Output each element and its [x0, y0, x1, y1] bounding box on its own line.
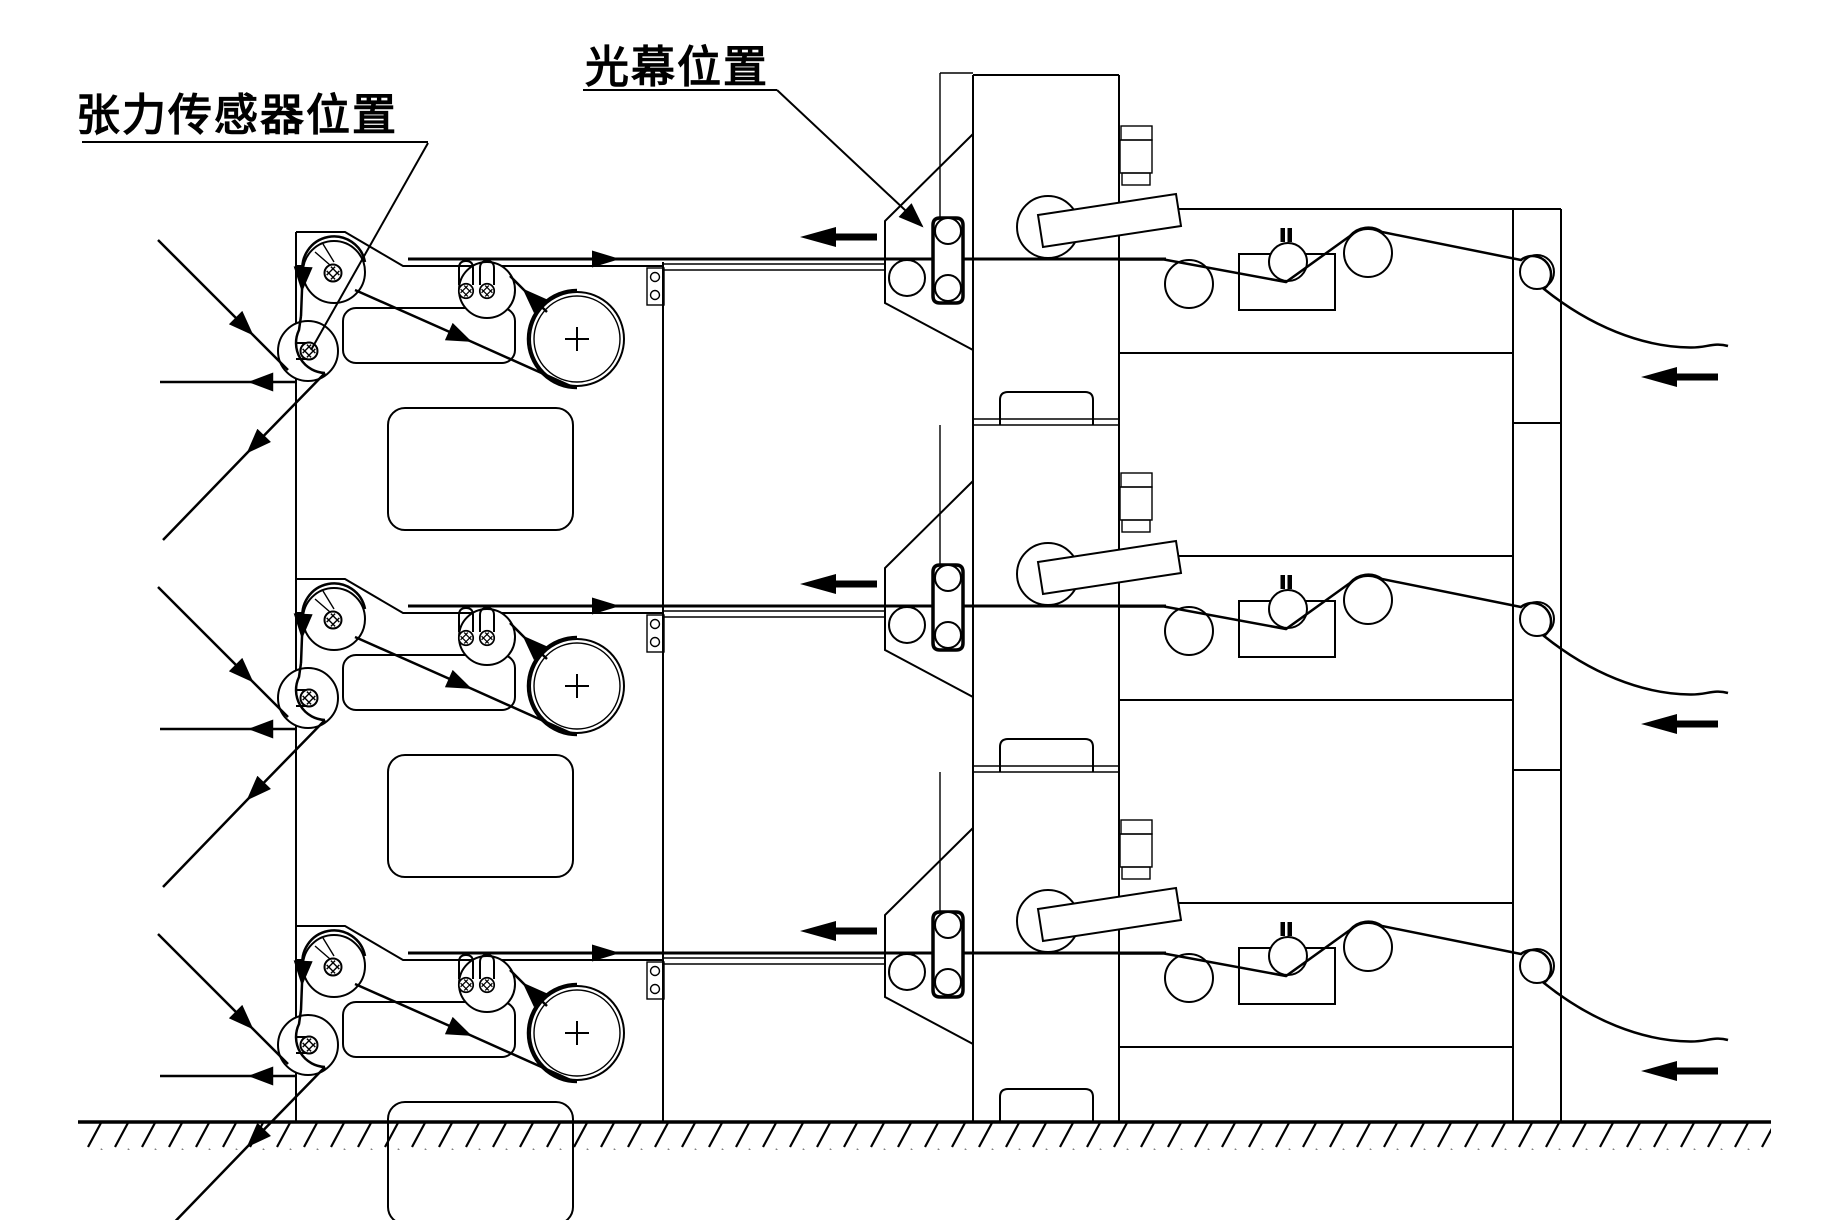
tower-tray: [999, 391, 1094, 425]
tension-sensor-label: 张力传感器位置: [76, 91, 398, 140]
right-frame-column: [1512, 208, 1562, 1122]
tower-tray: [999, 738, 1094, 772]
curtain-hanger: [939, 72, 973, 218]
light-curtain-label: 光幕位置: [585, 43, 769, 92]
annotation-light-curtain: 光幕位置: [583, 43, 924, 228]
leader-line: [310, 142, 429, 351]
central-tower: [972, 74, 1120, 1122]
frame-columns: [295, 72, 1562, 1122]
printing-unit-level-2: [158, 473, 1728, 887]
tower-tray: [999, 1088, 1094, 1122]
printing-unit-level-3: [158, 820, 1728, 1220]
leader-line: [776, 89, 924, 228]
ground: [78, 1120, 1771, 1150]
printing-unit-level-1: [158, 126, 1728, 540]
annotation-tension-sensor: 张力传感器位置: [76, 91, 429, 351]
